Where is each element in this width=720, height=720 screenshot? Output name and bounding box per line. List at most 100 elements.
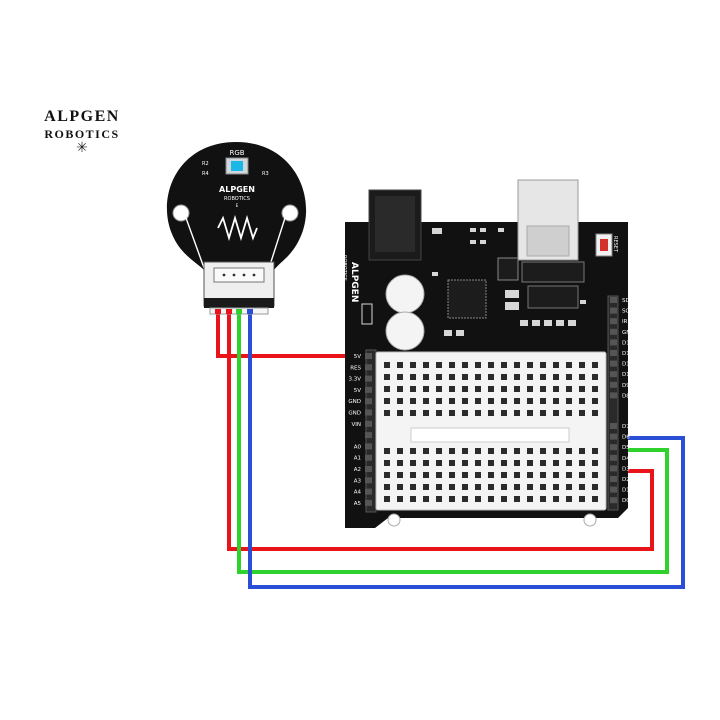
pin-label: IREF [622,319,634,325]
header-pin [365,454,372,461]
breadboard-hole [449,460,455,466]
board-mount-hole-left [387,513,401,527]
breadboard-hole [410,398,416,404]
breadboard-hole [397,398,403,404]
sensor-brand-sub: ROBOTICS [224,196,250,202]
wire-green-d5 [237,312,669,574]
breadboard-hole [540,460,546,466]
breadboard-hole [488,496,494,502]
breadboard-hole [384,386,390,392]
breadboard-hole [514,410,520,416]
breadboard-hole [475,448,481,454]
breadboard-hole [449,386,455,392]
sensor-title: RGB [229,149,244,157]
header-pin [610,381,617,388]
right-pin-labels: SDASCLIREFGNDD13D12D11D10D9D8D7D6D5D4D3D… [610,297,635,504]
breadboard-hole [579,410,585,416]
breadboard-hole [514,472,520,478]
breadboard-hole [397,386,403,392]
sensor-r4-label: R4 [202,171,209,177]
breadboard-hole [566,398,572,404]
breadboard-hole [449,374,455,380]
breadboard-hole [462,448,468,454]
breadboard-hole [488,386,494,392]
breadboard-hole [475,362,481,368]
breadboard-hole [488,460,494,466]
rgb-sensor-module: RGB R2 R4 R3 ALPGEN ROBOTICS E [166,142,307,315]
header-pin [365,443,372,450]
breadboard-hole [592,398,598,404]
breadboard-hole [579,448,585,454]
breadboard-hole [423,472,429,478]
breadboard-hole [384,484,390,490]
header-pin [365,488,372,495]
breadboard-hole [553,386,559,392]
breadboard-hole [527,496,533,502]
breadboard-hole [423,484,429,490]
sensor-r2-label: R2 [202,161,209,167]
breadboard-hole [462,472,468,478]
breadboard-hole [501,374,507,380]
breadboard-hole [384,410,390,416]
brand-name: ALPGEN [44,108,120,125]
breadboard-hole [397,362,403,368]
header-pin [365,466,372,472]
breadboard-hole [488,448,494,454]
header-pin [610,307,617,314]
breadboard-hole [410,386,416,392]
breadboard-hole [462,484,468,490]
breadboard-hole [436,362,442,368]
breadboard-hole [514,448,520,454]
breadboard-hole [540,386,546,392]
pin-label: 5V [354,354,361,360]
wires [216,312,685,589]
breadboard-hole [514,398,520,404]
breadboard-hole [436,484,442,490]
pin-label: D0 [622,498,630,504]
breadboard-hole [410,448,416,454]
breadboard-hole [488,472,494,478]
reset-button-cap [600,239,608,251]
breadboard-hole [475,496,481,502]
breadboard-hole [592,484,598,490]
breadboard-hole [553,448,559,454]
breadboard-hole [579,386,585,392]
breadboard-hole [540,398,546,404]
capacitor-2 [385,311,425,351]
breadboard-hole [501,448,507,454]
breadboard-hole [501,386,507,392]
pin-label: A4 [354,490,362,496]
breadboard-hole [592,374,598,380]
breadboard-hole [436,386,442,392]
breadboard-hole [514,484,520,490]
sensor-mount-hole-right [281,204,299,222]
breadboard-hole [397,496,403,502]
breadboard-hole [579,398,585,404]
pin-label: D1 [622,488,630,494]
breadboard-hole [592,386,598,392]
breadboard-hole [553,362,559,368]
pin-red-2 [226,309,232,314]
pin-label: GND [622,330,635,336]
pin-label: SDA [622,298,634,304]
breadboard-hole [540,484,546,490]
brand-subtitle: ROBOTICS [44,127,120,141]
header-pin [365,375,372,382]
breadboard-hole [527,398,533,404]
breadboard-hole [540,448,546,454]
breadboard-hole [566,386,572,392]
wire-red-d3 [227,312,654,551]
pin-label: D7 [622,424,630,430]
header-pin [610,328,617,335]
breadboard-hole [592,496,598,502]
breadboard-hole [592,448,598,454]
breadboard-hole [397,410,403,416]
breadboard-hole [475,398,481,404]
sensor-pin-dot [222,273,226,277]
breadboard-hole [423,496,429,502]
breadboard-hole [540,362,546,368]
pin-label: A2 [354,467,361,473]
breadboard-hole [410,410,416,416]
